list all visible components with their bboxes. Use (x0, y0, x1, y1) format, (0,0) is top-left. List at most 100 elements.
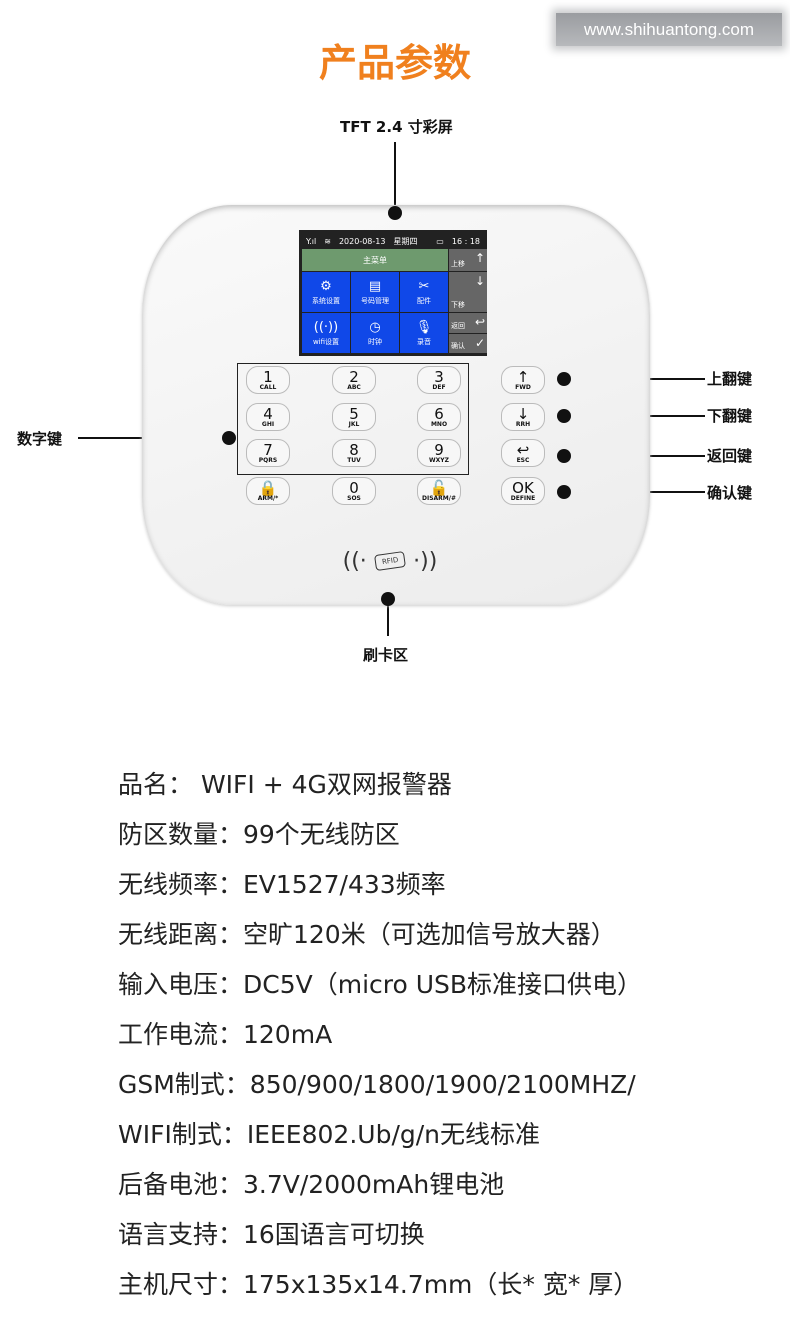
callout-card: 刷卡区 (363, 646, 409, 664)
key-sub: FWD (515, 383, 531, 391)
side-label: 上移 (451, 260, 465, 268)
check-icon: ✓ (474, 335, 485, 350)
status-bar: Y.ıl ≋ 2020-08-13 星期四 ▭ 16 : 18 (302, 233, 484, 249)
tile-accessories[interactable]: ✂ 配件 (400, 272, 448, 312)
tools-icon: ✂ (418, 278, 430, 294)
key-main: 7 (263, 440, 273, 459)
key-main: 6 (434, 404, 444, 423)
spec-line: 语言支持：16国语言可切换 (118, 1220, 425, 1249)
watermark: www.shihuantong.com (556, 13, 782, 46)
arrow-up-icon: ↑ (474, 251, 485, 265)
key-main: 0 (349, 478, 359, 497)
key-sub: WXYZ (429, 456, 449, 464)
side-label: 确认 (451, 342, 465, 350)
callout-confirm: 确认键 (707, 484, 753, 502)
nav-key-esc[interactable]: ↩ESC (501, 439, 545, 467)
key-sub: RRH (515, 420, 531, 428)
rfid-card-icon: RFID (373, 550, 407, 572)
tile-system-settings[interactable]: ⚙系统设置 (302, 272, 350, 312)
key-sub: GHI (261, 420, 275, 428)
wave-right-icon: ·)) (413, 548, 438, 574)
tile-number-management[interactable]: ▤号码管理 (351, 272, 399, 312)
tile-wifi-settings[interactable]: ((·)) wifi设置 (302, 313, 350, 353)
spec-line: 品名： WIFI + 4G双网报警器 (118, 770, 452, 799)
wifi-icon: ≋ (324, 236, 331, 246)
nav-key-rrh[interactable]: ↓RRH (501, 403, 545, 431)
clock-icon: ◷ (369, 319, 381, 335)
side-down[interactable]: 下移 ↓ (449, 272, 487, 312)
side-up[interactable]: 上移 ↑ (449, 249, 487, 271)
key-sub: PQRS (258, 456, 278, 464)
tile-clock[interactable]: ◷ 时钟 (351, 313, 399, 353)
key-sub: ABC (347, 383, 361, 391)
key-main: OK (512, 478, 534, 497)
callout-dot (557, 409, 571, 423)
key-main: ↑ (516, 367, 530, 386)
callout-dot (557, 449, 571, 463)
key-main: ↩ (516, 440, 530, 459)
microphone-icon: 🎙 (415, 319, 433, 335)
lcd-screen: Y.ıl ≋ 2020-08-13 星期四 ▭ 16 : 18 主菜单 上移↑ … (299, 230, 487, 356)
tile-label: 系统设置 (312, 296, 340, 305)
callout-screen: TFT 2.4 寸彩屏 (340, 118, 453, 136)
antenna-icon: ((·)) (313, 319, 339, 335)
key-main: 🔓 (429, 478, 449, 497)
weekday: 星期四 (393, 236, 418, 246)
callout-down: 下翻键 (707, 407, 753, 425)
spec-line: 工作电流：120mA (118, 1020, 333, 1049)
callout-dot (557, 372, 571, 386)
key-sub: CALL (259, 383, 277, 391)
side-back[interactable]: 返回 ↩ (449, 313, 487, 333)
spec-line: 主机尺寸：175x135x14.7mm（长* 宽* 厚） (118, 1270, 639, 1299)
numpad-outline (237, 363, 469, 475)
key-main: 5 (349, 404, 359, 423)
spec-line: GSM制式：850/900/1800/1900/2100MHZ/ (118, 1070, 636, 1099)
notebook-icon: ▤ (368, 278, 382, 294)
tile-label: 配件 (417, 296, 431, 305)
key-sub: DEF (432, 383, 446, 391)
side-label: 返回 (451, 321, 465, 330)
tile-label: 时钟 (368, 337, 382, 346)
signal-icon: Y.ıl (306, 236, 317, 246)
spec-line: 防区数量：99个无线防区 (118, 820, 400, 849)
key-main: ↓ (516, 404, 530, 423)
spec-line: 无线距离：空旷120米（可选加信号放大器） (118, 920, 616, 949)
side-confirm[interactable]: 确认 ✓ (449, 333, 487, 353)
key-sub: MNO (430, 420, 448, 428)
callout-line (387, 600, 389, 636)
side-label: 下移 (451, 301, 465, 309)
tile-recording[interactable]: 🎙 录音 (400, 313, 448, 353)
time: 16 : 18 (451, 236, 480, 246)
rfid-area[interactable]: ((· RFID ·)) (335, 540, 445, 582)
spec-line: WIFI制式：IEEE802.Ub/g/n无线标准 (118, 1120, 540, 1149)
callout-dot (381, 592, 395, 606)
key-sub: JKL (348, 420, 360, 428)
tile-label: wifi设置 (312, 337, 340, 346)
callout-dot (222, 431, 236, 445)
page-title: 产品参数 (318, 41, 471, 85)
key-arm[interactable]: 🔒ARM/* (246, 477, 290, 505)
key-main: 🔒 (258, 478, 278, 497)
nav-key-fwd[interactable]: ↑FWD (501, 366, 545, 394)
callout-back: 返回键 (707, 447, 753, 465)
callout-line (394, 142, 396, 208)
arrow-down-icon: ↓ (474, 274, 485, 288)
tile-label: 录音 (417, 337, 431, 346)
key-main: 4 (263, 404, 273, 423)
return-icon: ↩ (474, 315, 485, 329)
key-disarm[interactable]: 🔓DISARM/# (417, 477, 461, 505)
key-sub: DEFINE (510, 494, 536, 502)
battery-icon: ▭ (436, 236, 444, 246)
date: 2020-08-13 (338, 236, 386, 246)
